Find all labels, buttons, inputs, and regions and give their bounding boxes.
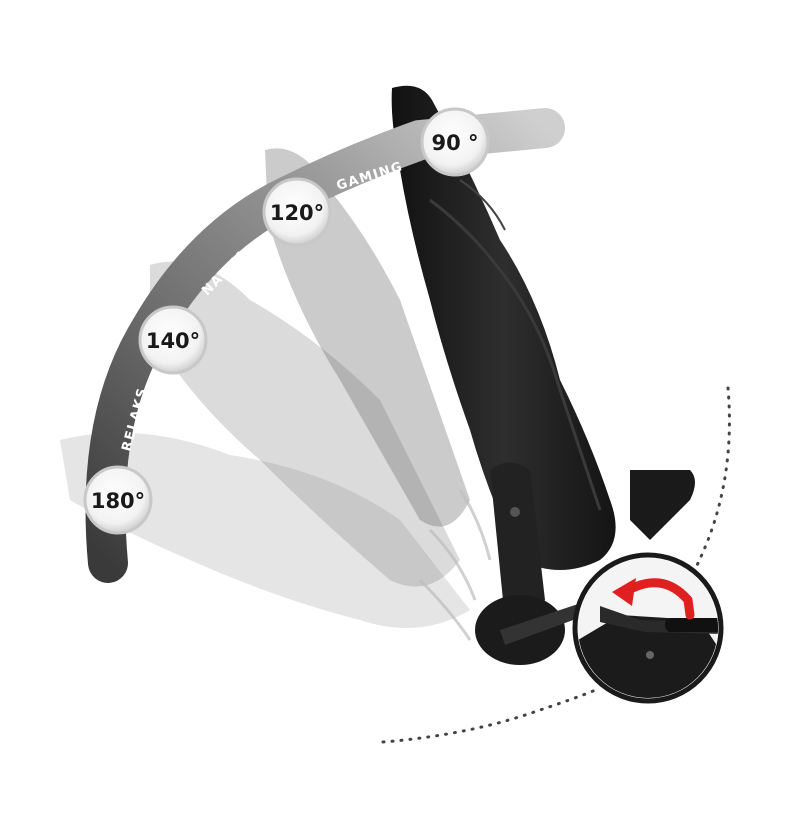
chair-backrest xyxy=(391,85,616,570)
ghost-mechanism xyxy=(418,489,492,641)
recline-mechanism xyxy=(475,462,695,665)
badge-90: 90 ° xyxy=(420,107,490,177)
ghost-backrest-180 xyxy=(60,432,470,628)
angle-120-text: 120° xyxy=(270,201,324,225)
ghost-backrest-120 xyxy=(265,148,470,527)
angle-140-text: 140° xyxy=(146,329,200,353)
recline-lever-icon xyxy=(600,606,718,659)
angle-arc xyxy=(85,108,565,583)
rotate-arrow-icon xyxy=(612,578,695,620)
lever-zoom-inset xyxy=(572,552,724,704)
ghost-backrest-140 xyxy=(150,261,460,587)
badge-140: 140° xyxy=(138,305,208,375)
angle-180-text: 180° xyxy=(91,489,145,513)
badge-180: 180° xyxy=(83,465,153,535)
angle-90-text: 90 ° xyxy=(431,131,478,155)
badge-120: 120° xyxy=(262,177,332,247)
dotted-arc-bottom xyxy=(381,686,602,744)
